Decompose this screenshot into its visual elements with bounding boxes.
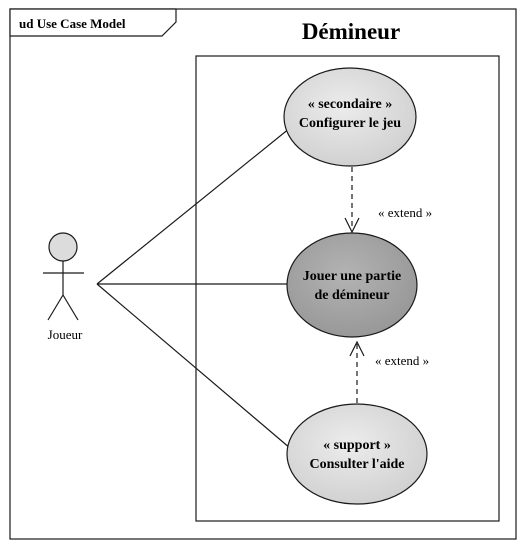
use-case-stereotype: « support »	[323, 438, 391, 453]
extend-label-bottom: « extend »	[375, 353, 429, 368]
associations	[96, 127, 298, 455]
arrowhead-up	[349, 340, 365, 357]
frame-tab-label: ud Use Case Model	[19, 16, 126, 31]
actor-name: Joueur	[48, 327, 83, 342]
use-case-label: Consulter l'aide	[309, 457, 404, 472]
actor-joueur[interactable]	[43, 232, 84, 321]
extend-relation-consulter	[349, 340, 365, 403]
use-case-configurer-le-jeu[interactable]: « secondaire » Configurer le jeu	[283, 67, 417, 167]
use-case-label: Configurer le jeu	[299, 116, 401, 131]
system-boundary	[195, 55, 500, 522]
use-case-consulter-l-aide[interactable]: « support » Consulter l'aide	[286, 403, 428, 505]
actor-head	[48, 232, 78, 262]
system-title: Démineur	[302, 19, 400, 44]
extend-relation-configurer	[344, 167, 360, 234]
actor-right-leg	[62, 294, 79, 321]
diagram-frame	[9, 8, 517, 540]
arrowhead-down	[344, 217, 360, 234]
association-consulter	[96, 283, 298, 455]
actor-left-leg	[47, 294, 64, 321]
extend-label-top: « extend »	[378, 205, 432, 220]
use-case-label-line2: de démineur	[314, 288, 389, 303]
use-case-label-line1: Jouer une partie	[303, 269, 402, 284]
use-case-jouer-une-partie[interactable]: Jouer une partie de démineur	[286, 232, 418, 338]
use-case-stereotype: « secondaire »	[308, 97, 393, 112]
frame-tab	[9, 8, 177, 37]
association-configurer	[96, 127, 291, 285]
